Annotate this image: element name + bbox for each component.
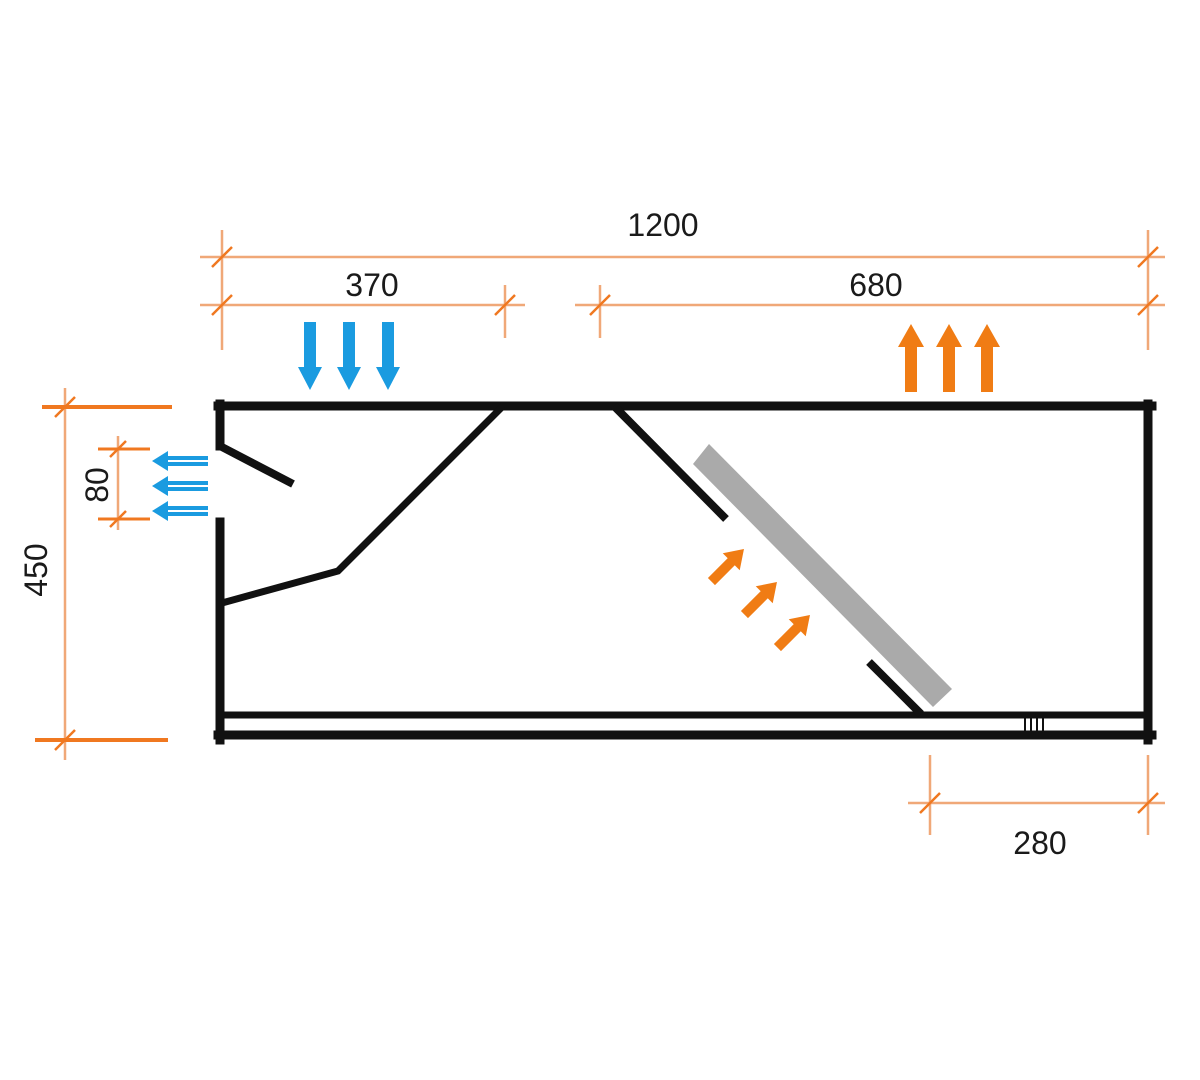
lower-filter-guide [866,659,924,717]
dimension-label-intake-opening: 80 [79,467,115,503]
arrow-diagonal-icon [740,582,777,619]
dimension-label-overall-width: 1200 [627,207,698,243]
arrow-left-icon [152,451,208,471]
warm-air-exhaust-arrows [898,324,1000,392]
arrow-down-icon [376,322,400,390]
dimension-intake-section: 370 [200,267,525,338]
dimension-intake-opening: 80 [79,436,150,530]
arrow-up-icon [974,324,1000,392]
arrow-down-icon [337,322,361,390]
dimension-label-filter-section: 280 [1013,825,1066,861]
dimension-label-exhaust-section: 680 [849,267,902,303]
cold-air-outflow-arrows [152,451,208,521]
filter-panel [693,444,952,707]
dimension-exhaust-section: 680 [575,267,1165,338]
warm-air-filter-arrows [707,549,810,652]
bent-partition [221,403,506,607]
arrow-left-icon [152,476,208,496]
arrow-left-icon [152,501,208,521]
arrow-up-icon [936,324,962,392]
dimension-overall-width: 1200 [200,207,1165,350]
dimension-label-intake-section: 370 [345,267,398,303]
dimension-label-height: 450 [18,543,54,596]
arrow-down-icon [298,322,322,390]
dimension-filter-section: 280 [908,755,1165,861]
arrow-diagonal-icon [773,615,810,652]
duct-housing [213,399,1157,745]
intake-deflector [218,442,295,488]
arrow-up-icon [898,324,924,392]
cold-air-inflow-arrows [298,322,400,390]
dimension-height: 450 [18,388,172,760]
upper-filter-guide [611,403,729,522]
internal-baffles [218,403,1044,731]
arrow-diagonal-icon [707,549,744,586]
